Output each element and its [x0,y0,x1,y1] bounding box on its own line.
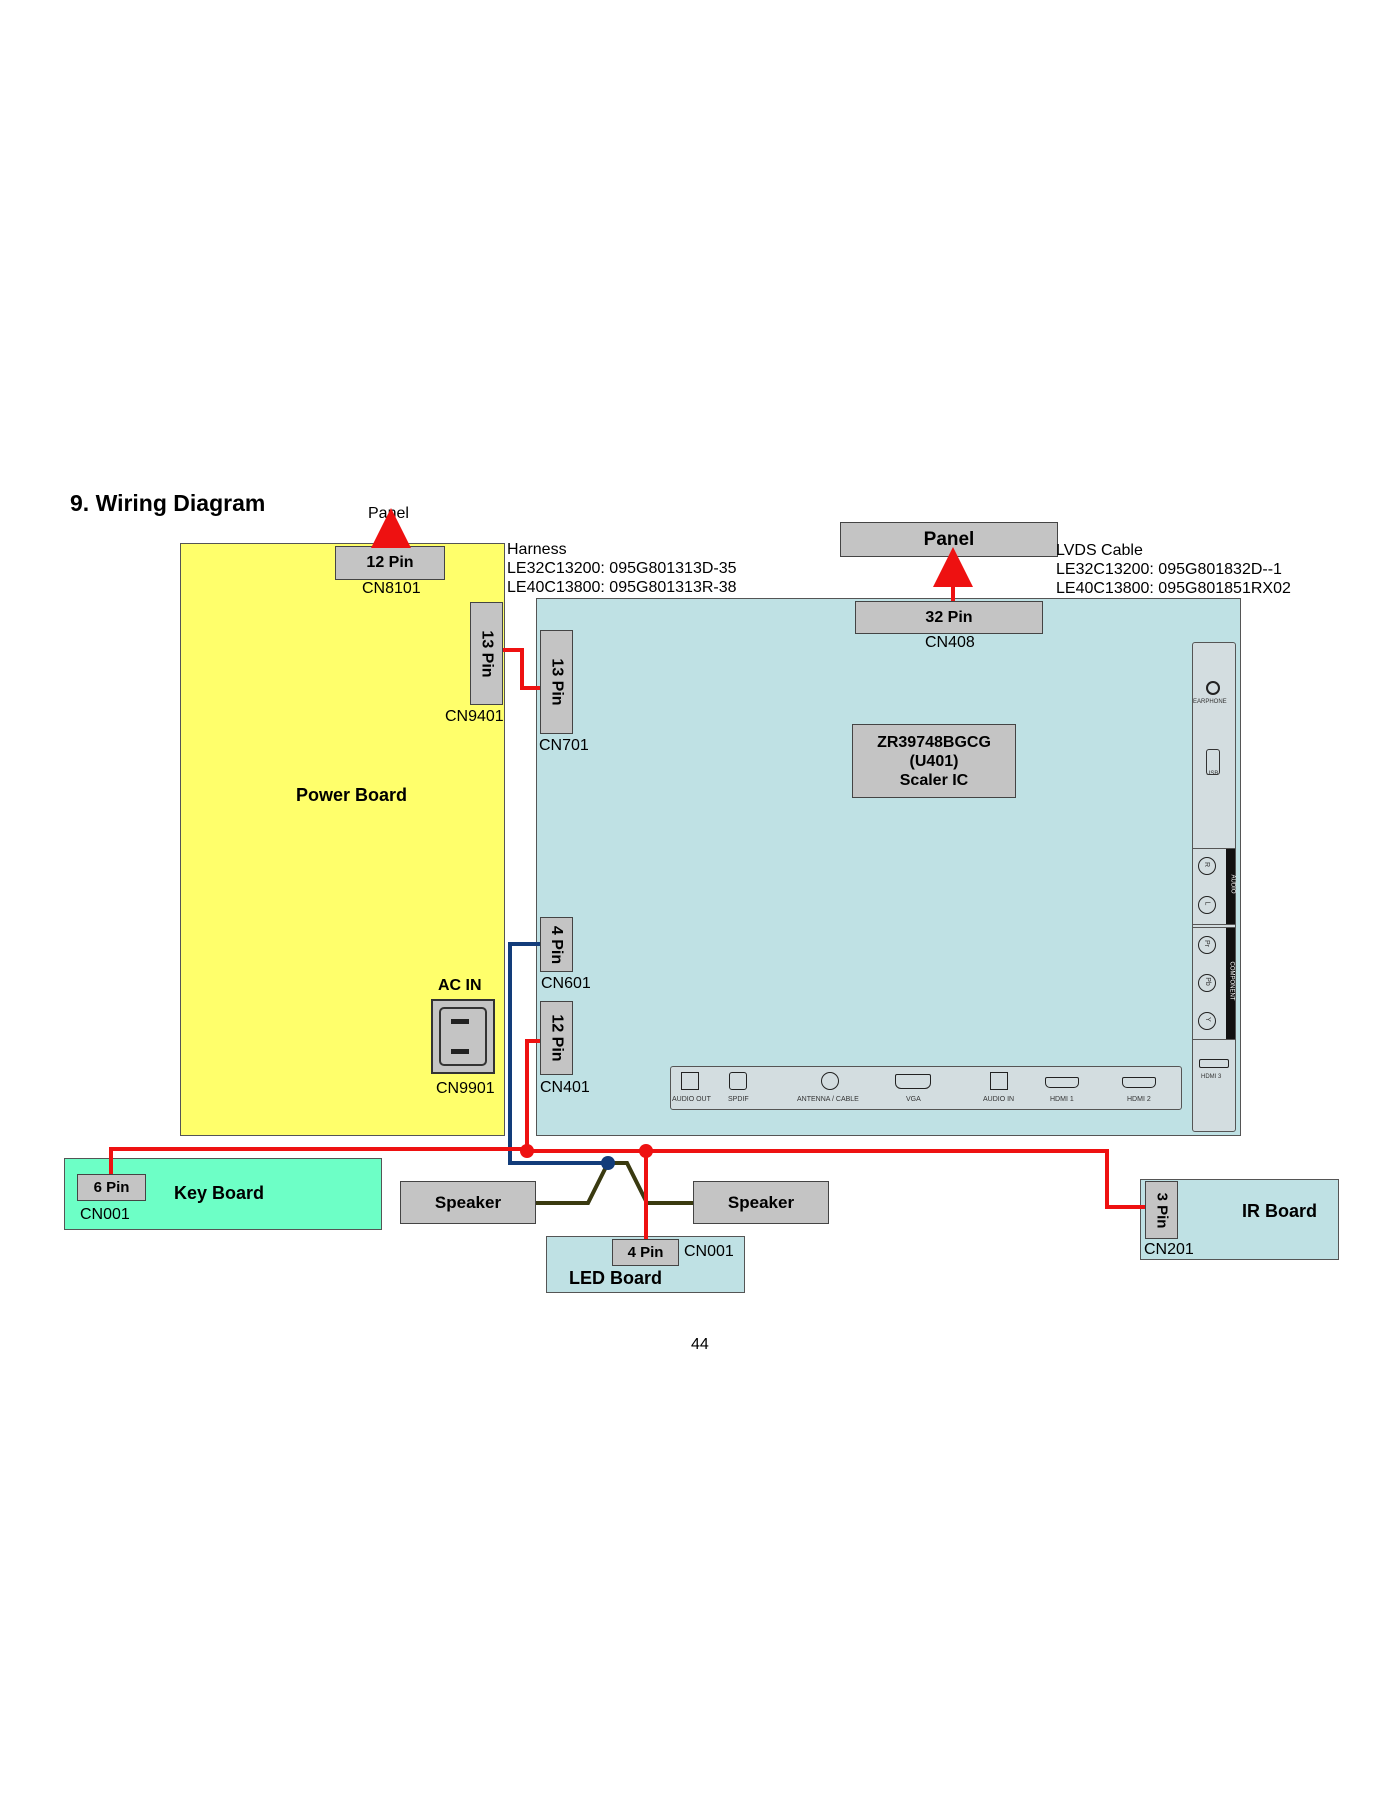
ac-in-socket [431,999,495,1074]
cn9401-connector: 13 Pin [470,602,503,705]
hdmi2-port-icon [1122,1077,1156,1088]
port-spdif: SPDIF [728,1096,749,1103]
ac-in-socket-icon [439,1007,487,1066]
port-earphone: EARPHONE [1193,699,1227,705]
port-usb: USB [1206,771,1219,777]
junction-blue [601,1156,615,1170]
antenna-jack-icon [821,1072,839,1090]
wire-speaker-blue [508,942,608,1165]
speaker-right: Speaker [693,1181,829,1224]
harness-line2: LE40C13800: 095G801313R-38 [507,579,737,596]
cn9401-label: CN9401 [445,708,504,725]
cn408-label: CN408 [925,634,975,651]
port-hdmi3: HDMI 3 [1201,1074,1222,1080]
cn601-label: CN601 [541,975,591,992]
key-board-cn-label: CN001 [80,1206,130,1223]
port-audio-out: AUDIO OUT [672,1096,711,1103]
lvds-title: LVDS Cable [1056,542,1143,559]
lvds-line2: LE40C13800: 095G801851RX02 [1056,580,1291,597]
lvds-line1: LE32C13200: 095G801832D--1 [1056,561,1282,578]
cn701-connector: 13 Pin [540,630,573,734]
wire-key-board [109,1147,527,1174]
scaler-line2: (U401) [909,752,959,770]
audio-in-jack-icon [990,1072,1008,1090]
cn701-label: CN701 [539,737,589,754]
audio-out-jack-icon [681,1072,699,1090]
hdmi1-port-icon [1045,1077,1079,1088]
power-board-label: Power Board [296,785,408,805]
audio-l-jack-icon [1198,896,1216,914]
key-board-pin: 6 Pin [93,1179,130,1196]
junction-red-2 [639,1144,653,1158]
wire-speaker-right [608,1161,693,1205]
pb-jack-icon [1198,974,1216,992]
led-board-pin: 4 Pin [627,1244,664,1261]
scaler-ic: ZR39748BGCG (U401) Scaler IC [852,724,1016,798]
cn408-pin: 32 Pin [925,608,973,626]
component-section: COMPONENT Pr Pb Y [1193,927,1235,1040]
led-board-label: LED Board [569,1268,663,1288]
usb-icon [1206,749,1220,775]
scaler-line1: ZR39748BGCG [877,733,991,751]
port-audio-in: AUDIO IN [983,1096,1015,1103]
cn8101-label: CN8101 [362,580,421,597]
cn401-label: CN401 [540,1079,590,1096]
vga-port-icon [895,1074,931,1089]
wire-ir-board [527,1149,1145,1209]
harness-line1: LE32C13200: 095G801313D-35 [507,560,737,577]
port-antenna: ANTENNA / CABLE [797,1096,859,1103]
port-vga: VGA [906,1096,921,1103]
port-hdmi1: HDMI 1 [1050,1096,1074,1103]
pr-jack-icon [1198,936,1216,954]
main-board [536,598,1241,1136]
page-title: 9. Wiring Diagram [70,490,266,516]
audio-section: AUDIO R L [1193,848,1235,925]
cn8101-pin: 12 Pin [366,554,414,571]
wire-harness [503,648,540,690]
key-board-label: Key Board [174,1183,265,1203]
side-port-panel: EARPHONE USB AUDIO R L COMPONENT Pr Pb Y… [1192,642,1236,1132]
y-jack-icon [1198,1012,1216,1030]
page-number: 44 [691,1336,709,1353]
ir-board-cn-label: CN201 [1144,1241,1194,1258]
ac-in-label: AC IN [438,977,482,994]
cn408-connector: 32 Pin [855,601,1043,634]
speaker-left: Speaker [400,1181,536,1224]
hdmi3-icon [1199,1059,1229,1068]
cn601-connector: 4 Pin [540,917,573,972]
audio-r-jack-icon [1198,857,1216,875]
junction-red-1 [520,1144,534,1158]
spdif-jack-icon [729,1072,747,1090]
led-board-connector: 4 Pin [612,1239,679,1266]
scaler-line3: Scaler IC [899,771,969,789]
earphone-icon [1206,681,1220,695]
wire-speaker-left [536,1162,610,1205]
bottom-port-panel: AUDIO OUT SPDIF ANTENNA / CABLE VGA AUDI… [670,1066,1182,1110]
led-board-cn-label: CN001 [684,1243,734,1260]
harness-title: Harness [507,541,567,558]
ir-board-label: IR Board [1242,1201,1318,1221]
cn9901-label: CN9901 [436,1080,495,1097]
key-board-connector: 6 Pin [77,1174,146,1201]
cn401-connector: 12 Pin [540,1001,573,1075]
port-hdmi2: HDMI 2 [1127,1096,1151,1103]
ir-board-connector: 3 Pin [1145,1181,1178,1239]
wire-cn401-bus [525,1039,540,1151]
